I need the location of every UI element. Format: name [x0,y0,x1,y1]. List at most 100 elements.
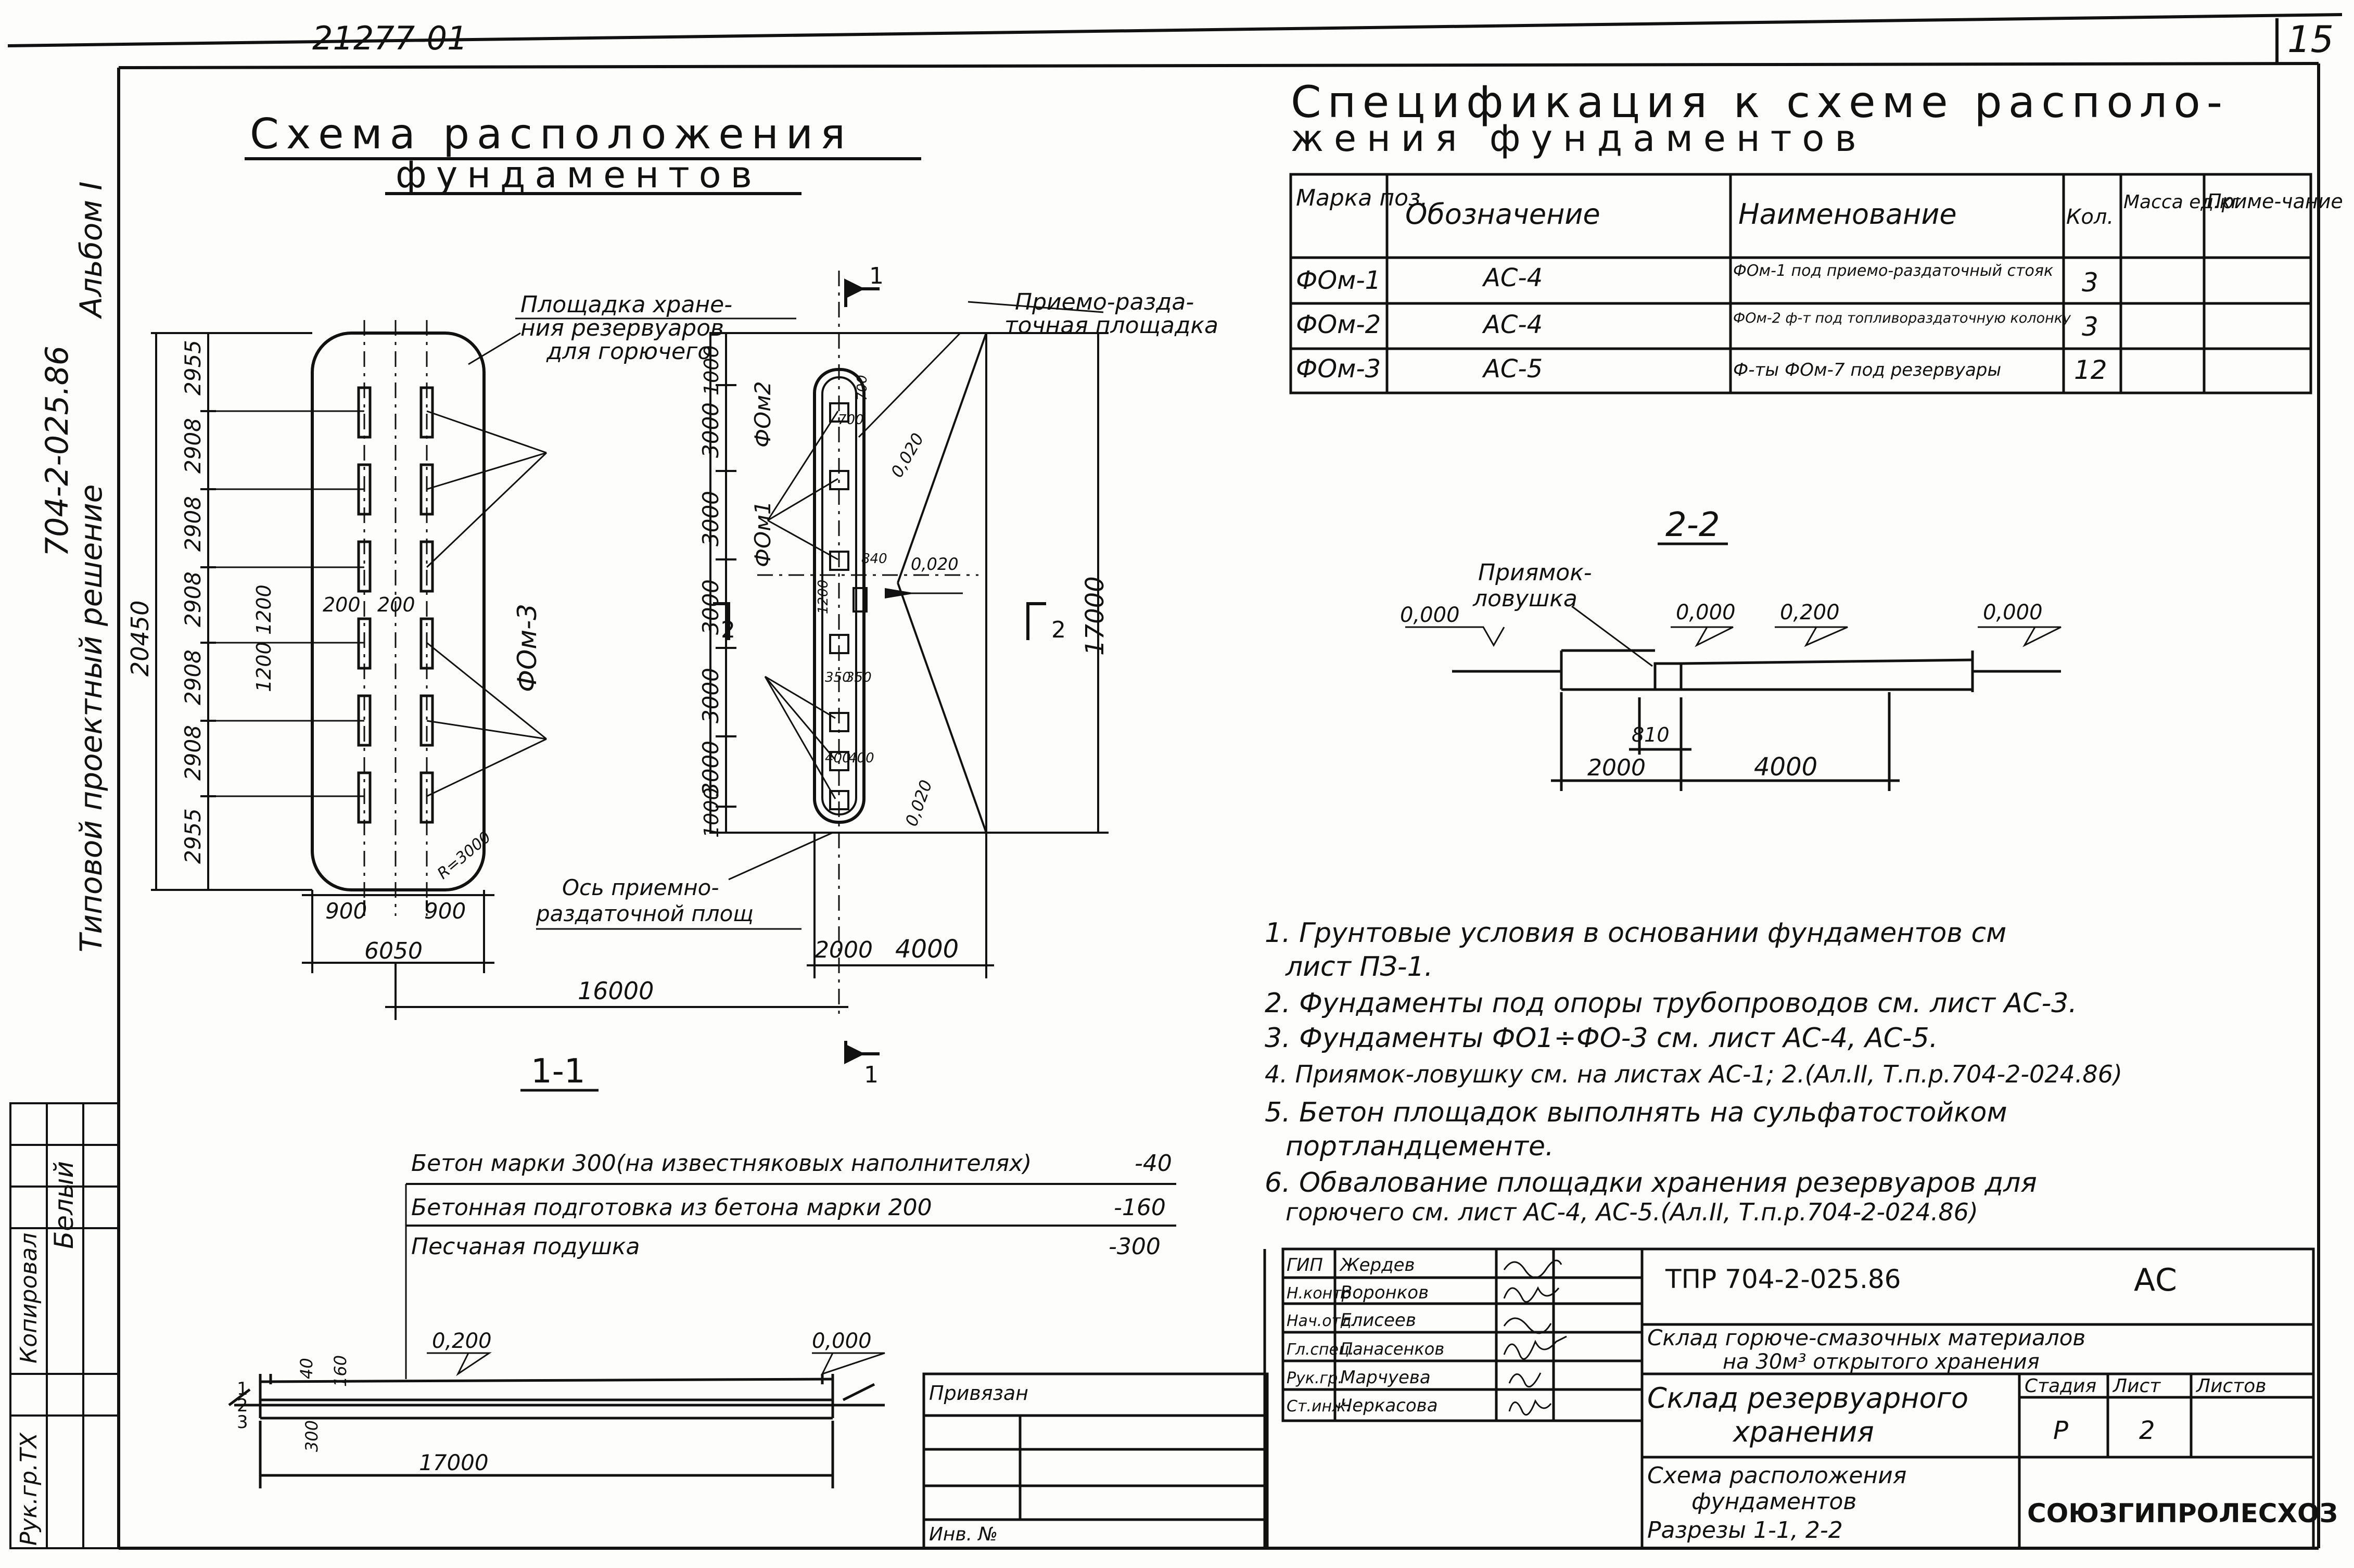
s22-level-3: 0,200 [1780,601,1840,624]
rdim-1000-bottom: 1000 [700,787,723,838]
spec-row3-mark: ФОм-3 [1296,354,1381,384]
dim-6050: 6050 [364,938,423,964]
sdim-400-b: 400 [848,750,874,766]
s22-level-4: 0,000 [1983,601,2043,624]
s11-dim-17000: 17000 [419,1450,489,1475]
note-1b: лист ПЗ-1. [1285,951,1433,983]
storage-leaders [203,332,548,797]
label-axis-1: Ось приемно- [562,875,719,900]
dim-2955-bottom: 2955 [180,808,206,864]
tb-inv-no: Инв. № [929,1524,998,1545]
spec-col-note: Приме-чание [2207,190,2343,213]
tb-binding: Привязан [929,1382,1028,1405]
tb-name-1: Жердев [1339,1255,1415,1276]
spec-col-qty: Кол. [2066,205,2114,229]
section-1-1-label: 1-1 [531,1052,586,1091]
layer-3-value: -300 [1109,1233,1161,1260]
rdim-1000-top: 1000 [700,345,723,396]
dim-2908-5: 2908 [180,725,206,781]
pad-bottom-dims [302,890,848,1020]
dim-200-b: 200 [377,593,415,616]
receiving-bottom-dims [807,833,994,978]
layer-3-text: Песчаная подушка [411,1233,640,1260]
fom1-label: ФОм1 [750,501,775,567]
spec-col-mass: Масса ед.кг [2123,192,2241,213]
s22-dim-2000: 2000 [1587,755,1646,781]
tb-sheets-hdr: Листов [2195,1375,2266,1397]
spec-table-grid [1289,173,2312,394]
dim-900-left: 900 [325,898,367,924]
solution-type-vertical: Типовой проектный решение [73,485,109,952]
album-vertical: Альбом I [73,182,109,320]
tb-role-5: Рук.гр. [1287,1369,1343,1387]
dim-2955-top: 2955 [180,340,206,396]
section-1-1-level-marks [427,1352,885,1376]
note-4: 4. Приямок-ловушку см. на листах АС-1; 2… [1265,1060,2122,1088]
sdim-1200: 1200 [816,580,831,614]
left-stamp-role-2: ТХ [16,1432,42,1462]
slope-label-2: 0,020 [911,554,959,574]
rdim-17000: 17000 [1080,576,1110,656]
label-axis-leader [728,832,833,881]
spec-row2-designation: АС-4 [1482,310,1543,339]
label-receiving-1: Приемо-разда- [1015,289,1194,315]
spec-col-designation: Обозначение [1405,198,1600,231]
cut-mark-1-top: 1 [869,263,884,289]
note-6b: горючего см. лист АС-4, АС-5.(Ал.II, Т.п… [1286,1198,1978,1226]
section-2-2-title: 2-2 [1665,506,1720,544]
spec-title-line2: жения фундаментов [1291,117,1867,160]
cut-mark-2-left: 2 [721,617,735,643]
fom2-label: ФОм2 [750,381,775,448]
sdim-840: 840 [861,551,887,567]
dim-900-right: 900 [424,898,466,924]
tb-project-name-2: на 30м³ открытого хранения [1723,1350,2040,1374]
tb-drawing-1: Схема расположения [1647,1462,1906,1489]
sdim-350-a: 350 [825,670,851,685]
note-5a: 5. Бетон площадок выполнять на сульфатос… [1265,1097,2007,1128]
note-5b: портландцементе. [1286,1131,1554,1162]
s11-dim-40: 40 [297,1358,316,1379]
tb-drawing-2: фундаментов [1691,1488,1856,1515]
layer-2-text: Бетонная подготовка из бетона марки 200 [411,1194,932,1221]
tb-object-1: Склад резервуарного [1647,1382,1968,1414]
note-2: 2. Фундаменты под опоры трубопроводов см… [1265,988,2077,1019]
s11-level-1: 0,200 [432,1329,492,1353]
spec-row2-mark: ФОм-2 [1296,310,1381,339]
signatures [1503,1259,1567,1416]
receiving-foundations [829,402,868,810]
spec-row1-name: ФОм-1 под приемо-раздаточный стояк [1733,262,2053,280]
s11-level-2: 0,000 [812,1329,872,1353]
dim-1200-a: 1200 [252,642,275,692]
rdim-3000-5: 3000 [698,741,723,796]
section-2-2-level-marks [1405,605,2062,667]
rdim-3000-4: 3000 [698,668,723,723]
dim-2908-4: 2908 [180,649,206,705]
s22-level-2: 0,000 [1676,601,1736,624]
sdim-700-a: 700 [838,412,864,428]
dim-2908-3: 2908 [180,571,206,627]
layer-2-value: -160 [1114,1194,1166,1221]
slope-label-1: 0,020 [887,430,928,481]
note-6a: 6. Обвалование площадки хранения резерву… [1265,1167,2037,1199]
tb-name-5: Марчуева [1340,1367,1431,1388]
sdim-400-a: 400 [825,750,851,766]
tb-role-2: Н.контр [1287,1284,1352,1303]
storage-pad-outline [311,332,486,891]
plan-title-line2: фундаментов [396,154,761,196]
spec-col-mark: Марка поз. [1296,185,1428,211]
rdim-3000-3: 3000 [698,579,723,635]
tb-sheet: 2 [2139,1416,2155,1445]
spec-row3-designation: АС-5 [1482,354,1543,384]
spec-row1-mark: ФОм-1 [1296,266,1381,295]
s11-layer-mark-3: 3 [237,1412,248,1433]
label-storage-1: Площадка хране- [520,291,732,318]
s22-dim-4000: 4000 [1754,753,1817,782]
slope-label-3: 0,020 [901,777,936,829]
tb-name-3: Елисеев [1340,1310,1416,1331]
tb-stage: Р [2053,1416,2068,1445]
spec-row1-designation: АС-4 [1482,263,1543,292]
dim-2908-2: 2908 [180,496,206,552]
tb-code: ТПР 704-2-025.86 [1665,1264,1901,1294]
s22-label-1: Приямок- [1478,559,1592,586]
